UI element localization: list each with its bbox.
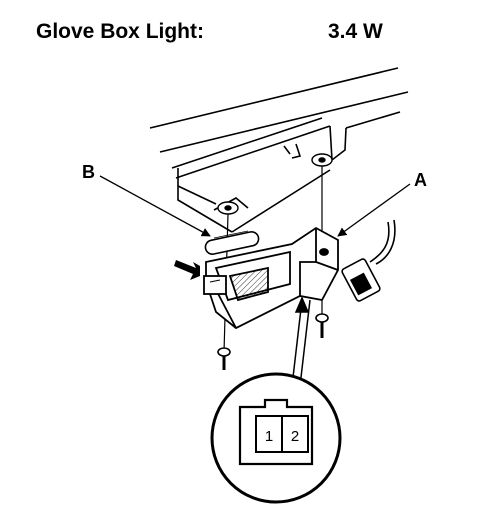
harness-connector <box>341 219 396 302</box>
bulb-wattage: 3.4 W <box>328 20 383 43</box>
connector-pointer <box>291 296 311 387</box>
connector-pin-2: 2 <box>291 428 299 445</box>
mounting-screw-right <box>315 313 329 338</box>
page-title: Glove Box Light: <box>36 20 204 43</box>
removal-arrow-icon <box>174 260 200 280</box>
connector-pin-1: 1 <box>265 428 273 445</box>
light-assembly-a <box>203 226 339 330</box>
mounting-screw-left <box>217 347 231 370</box>
callout-b: B <box>82 162 95 182</box>
glove-box-housing <box>149 67 409 233</box>
connector-face-view <box>210 372 342 504</box>
bulb-b <box>204 230 260 255</box>
housing-mount-holes <box>217 153 333 215</box>
callout-a: A <box>414 170 427 190</box>
callout-leaders <box>99 175 411 237</box>
